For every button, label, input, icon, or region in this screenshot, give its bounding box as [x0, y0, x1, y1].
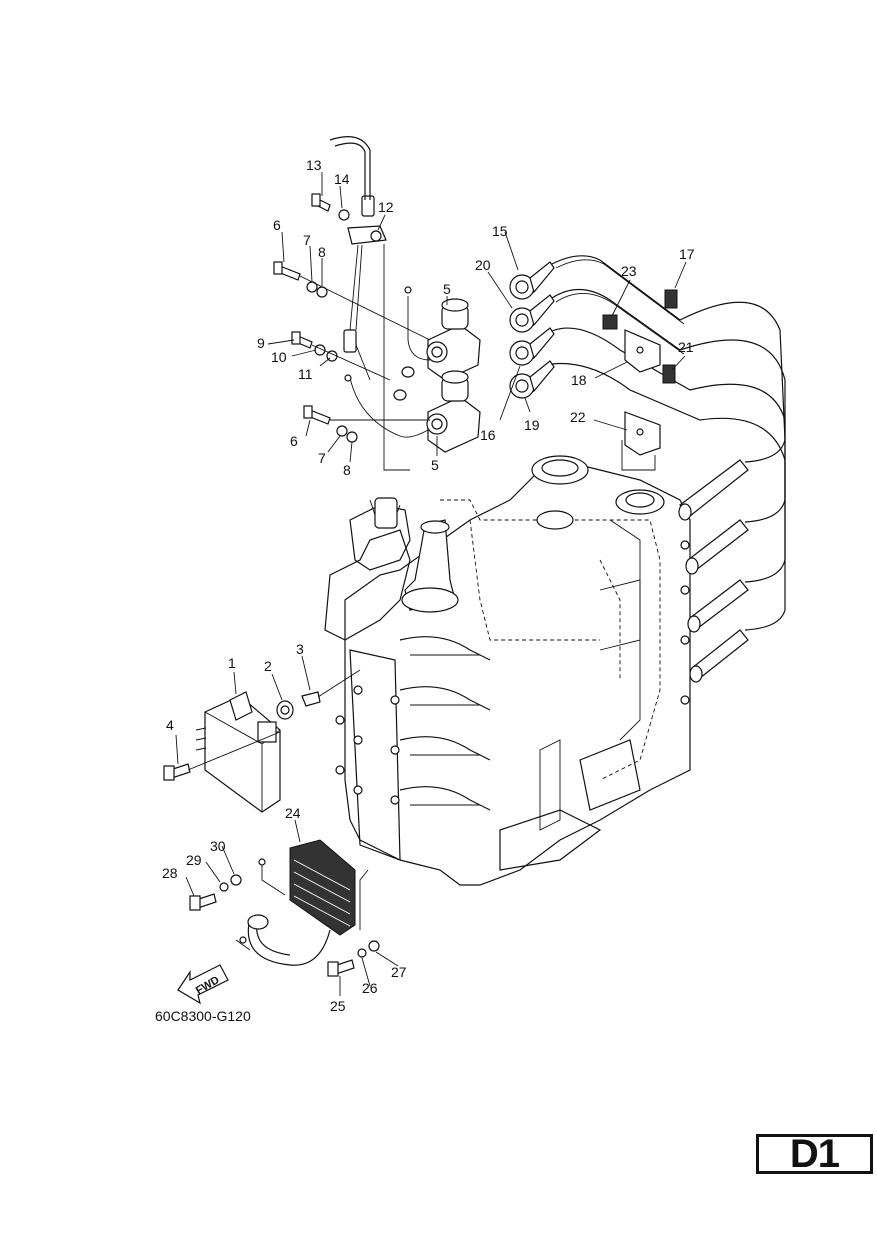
callout-8-lower: 8 [343, 462, 351, 478]
coil-fasteners [273, 136, 431, 471]
high-tension-leads [551, 255, 786, 631]
callout-13: 13 [306, 157, 322, 173]
drawing-code: 60C8300-G120 [155, 1008, 251, 1024]
callout-7-lower: 7 [318, 450, 326, 466]
callout-1: 1 [228, 655, 236, 671]
ignition-coil-upper [426, 298, 481, 381]
callout-15: 15 [492, 223, 508, 239]
callout-6-upper: 6 [273, 217, 281, 233]
callout-5-lower: 5 [431, 457, 439, 473]
engine-block-drawing [324, 455, 691, 886]
callout-25: 25 [330, 998, 346, 1014]
ignition-coil-lower [426, 370, 481, 453]
callout-30: 30 [210, 838, 226, 854]
callout-20: 20 [475, 257, 491, 273]
callout-19: 19 [524, 417, 540, 433]
callout-leaders [175, 172, 687, 996]
callout-23: 23 [621, 263, 637, 279]
lead-holders [602, 289, 678, 471]
callout-18: 18 [571, 372, 587, 388]
callout-8-upper: 8 [318, 244, 326, 260]
callout-12: 12 [378, 199, 394, 215]
callout-28: 28 [162, 865, 178, 881]
callout-5-upper: 5 [443, 281, 451, 297]
grommets-and-bolt [163, 669, 361, 781]
callout-6-lower: 6 [290, 433, 298, 449]
callout-22: 22 [570, 409, 586, 425]
callout-27: 27 [391, 964, 407, 980]
callout-3: 3 [296, 641, 304, 657]
page-badge: D1 [756, 1132, 873, 1176]
callout-17: 17 [679, 246, 695, 262]
callout-10: 10 [271, 349, 287, 365]
callout-21: 21 [678, 339, 694, 355]
callout-26: 26 [362, 980, 378, 996]
spark-plug-caps [509, 261, 555, 399]
callout-14: 14 [334, 171, 350, 187]
callout-24: 24 [285, 805, 301, 821]
fwd-arrow-icon: FWD [177, 964, 229, 1005]
plug-boots [678, 459, 749, 683]
callout-4: 4 [166, 717, 174, 733]
callout-29: 29 [186, 852, 202, 868]
cdi-unit [195, 691, 281, 813]
callout-9: 9 [257, 335, 265, 351]
callout-2: 2 [264, 658, 272, 674]
callout-11: 11 [298, 366, 313, 382]
rectifier-regulator [189, 839, 380, 977]
callout-16: 16 [480, 427, 496, 443]
callout-numbers: 13 14 12 6 7 8 9 10 11 6 7 8 5 5 15 20 1… [162, 157, 695, 1014]
callout-7-upper: 7 [303, 232, 311, 248]
